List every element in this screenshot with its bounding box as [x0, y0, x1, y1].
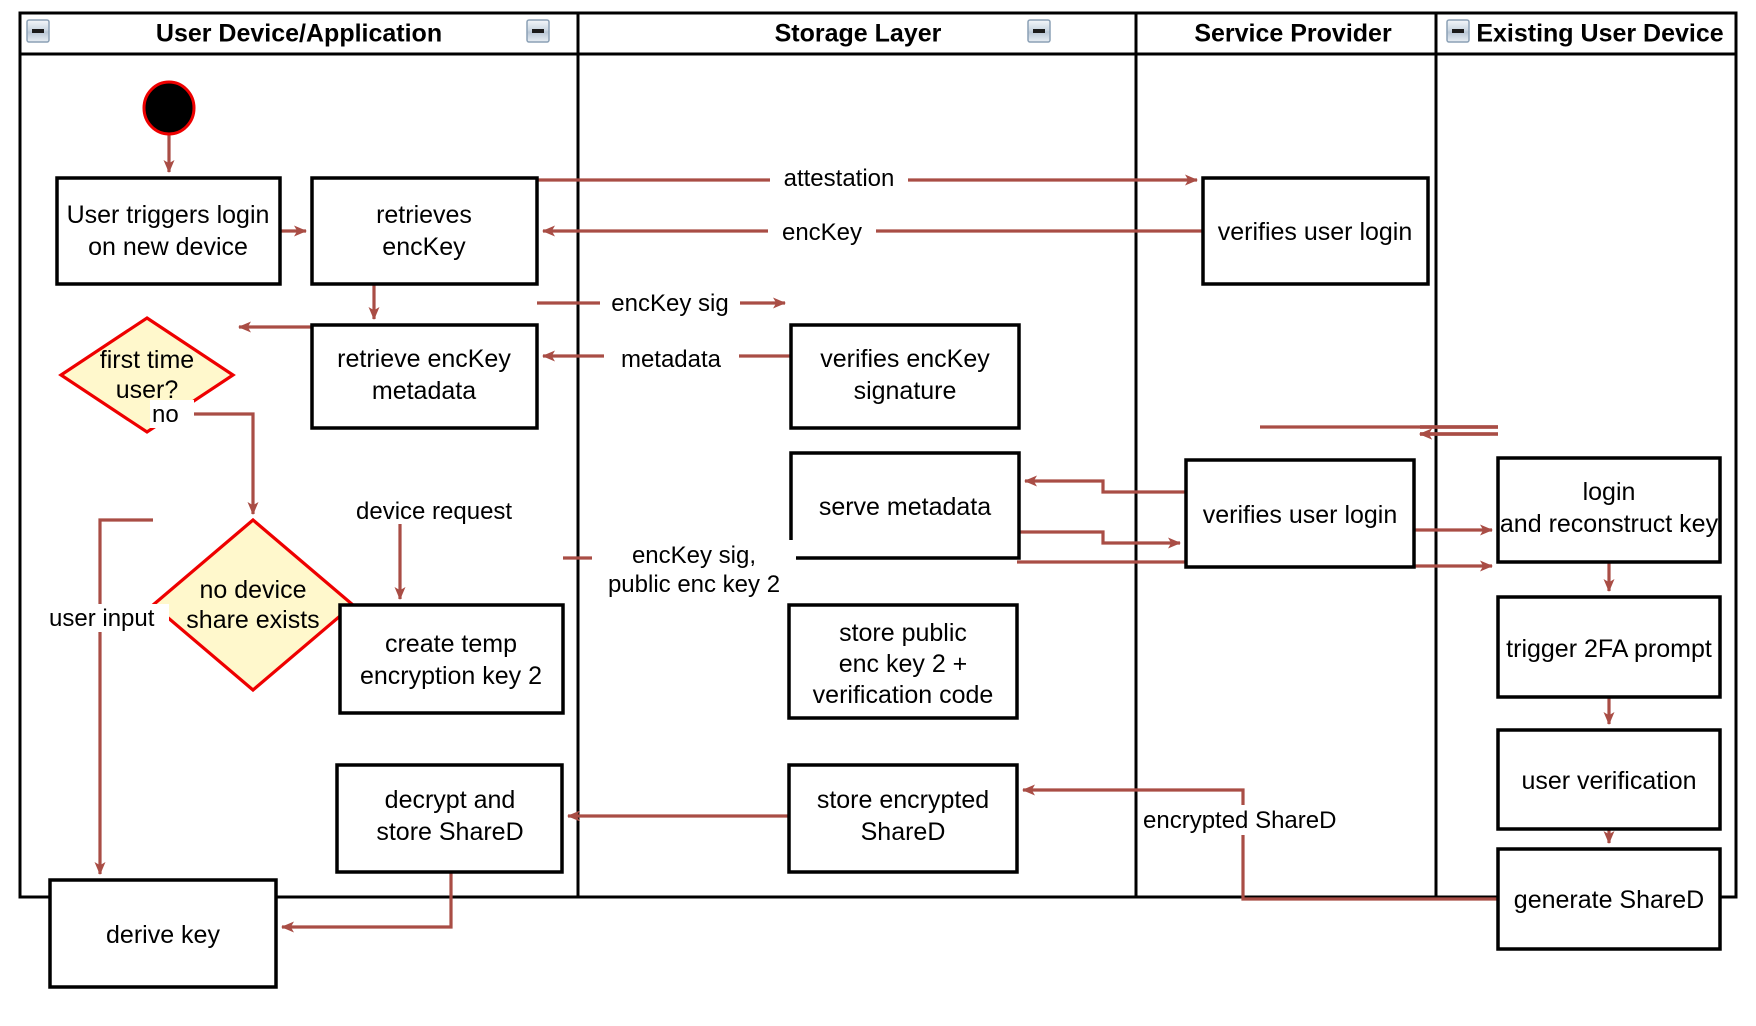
node-label-line: enc key 2 +	[839, 650, 968, 678]
lane-title-storage: Storage Layer	[775, 20, 942, 48]
lane-title-service-provider: Service Provider	[1194, 20, 1392, 48]
node-label-line: serve metadata	[819, 493, 991, 521]
edge-label-attestation: attestation	[784, 165, 895, 192]
label-bg	[592, 540, 796, 598]
lane-header-storage[interactable]: Storage Layer	[526, 19, 942, 48]
node-label-line: encKey	[382, 233, 466, 261]
node-create-temp-encryption-key[interactable]: create temp encryption key 2	[338, 603, 565, 715]
lane-header-existing-device[interactable]: Existing User Device	[1446, 19, 1724, 48]
node-label-line: store public	[839, 619, 967, 647]
node-user-verification[interactable]: user verification	[1496, 728, 1722, 831]
node-label-line: decrypt and	[385, 786, 516, 814]
node-store-public-enc-key[interactable]: store public enc key 2 + verification co…	[787, 603, 1019, 720]
node-retrieve-enckey-metadata[interactable]: retrieve encKey metadata	[310, 323, 539, 430]
lane-header-user-device[interactable]: User Device/Application	[26, 19, 442, 48]
node-label-line: signature	[854, 377, 957, 405]
node-label-line: store ShareD	[376, 818, 523, 846]
edge-label-enckey: encKey	[782, 219, 862, 246]
node-label-line: login	[1583, 478, 1636, 506]
node-decrypt-and-store-shared[interactable]: decrypt and store ShareD	[335, 763, 564, 874]
node-verifies-user-login-mid[interactable]: verifies user login	[1184, 458, 1416, 569]
node-store-encrypted-shared[interactable]: store encrypted ShareD	[787, 763, 1019, 874]
node-label-line: store encrypted	[817, 786, 989, 814]
node-label-line: user verification	[1521, 767, 1696, 795]
minus-icon-glyph	[1452, 29, 1464, 33]
edge-encrypted-shared	[1022, 784, 1498, 901]
node-label-line: generate ShareD	[1514, 886, 1704, 914]
label-bg	[770, 163, 908, 193]
node-label-line: verifies user login	[1203, 501, 1398, 529]
lane-title-user-device: User Device/Application	[156, 20, 442, 48]
node-label-line: user?	[116, 376, 179, 404]
label-bg	[604, 344, 739, 374]
edge-label-no: no	[152, 401, 179, 428]
edge-labels-layer: attestation encKey encKey sig metadata n…	[47, 163, 1336, 835]
lane-header-service-provider[interactable]: Service Provider	[1027, 19, 1392, 48]
node-no-device-share-exists[interactable]: no device share exists	[150, 517, 356, 693]
node-label-line: trigger 2FA prompt	[1506, 635, 1712, 663]
edge-serve-to-sp	[1019, 530, 1181, 549]
node-label-line: derive key	[106, 921, 220, 949]
node-label-line: verifies user login	[1218, 218, 1413, 246]
node-verifies-enckey-signature[interactable]: verifies encKey signature	[789, 323, 1021, 430]
edge-label-device-request: device request	[356, 498, 512, 525]
label-bg	[1140, 805, 1336, 835]
edge-decrypt-to-derive	[281, 872, 453, 933]
label-bg	[352, 496, 538, 524]
node-start[interactable]	[142, 80, 196, 136]
minus-icon-glyph	[532, 29, 544, 33]
edge-user-input	[94, 518, 153, 875]
node-label-line: retrieves	[376, 201, 472, 229]
label-bg	[150, 400, 194, 428]
node-label-line: encryption key 2	[360, 662, 542, 690]
minus-icon-glyph	[32, 29, 44, 33]
node-label-line: verifies encKey	[820, 345, 990, 373]
node-generate-shared[interactable]: generate ShareD	[1496, 847, 1722, 951]
edge-label-user-input: user input	[49, 605, 155, 632]
edge-label-metadata: metadata	[621, 346, 722, 373]
node-label-line: no device	[199, 576, 306, 604]
edge-label-encrypted-shared: encrypted ShareD	[1143, 807, 1336, 834]
node-label-line: create temp	[385, 630, 517, 658]
node-label-line: on new device	[88, 233, 248, 261]
node-label-line: retrieve encKey	[337, 345, 511, 373]
node-label-line: first time	[100, 346, 194, 374]
node-verifies-user-login-top[interactable]: verifies user login	[1201, 176, 1430, 286]
edge-label-enckey-sig-pub-1: encKey sig,	[632, 542, 756, 569]
minus-icon-glyph	[1033, 29, 1045, 33]
label-bg	[600, 288, 740, 318]
node-derive-key[interactable]: derive key	[48, 878, 278, 989]
node-label-line: User triggers login	[67, 201, 270, 229]
node-label-line: metadata	[372, 377, 476, 405]
node-label-line: share exists	[186, 606, 319, 634]
node-trigger-2fa-prompt[interactable]: trigger 2FA prompt	[1496, 595, 1722, 699]
node-user-triggers-login[interactable]: User triggers login on new device	[55, 176, 282, 286]
edge-label-enckey-sig-pub-2: public enc key 2	[608, 571, 780, 598]
label-bg	[768, 218, 876, 248]
node-login-and-reconstruct-key[interactable]: login and reconstruct key	[1496, 456, 1722, 564]
lane-title-existing-device: Existing User Device	[1476, 20, 1723, 48]
node-label-line: ShareD	[861, 818, 946, 846]
node-serve-metadata[interactable]: serve metadata	[789, 451, 1021, 560]
edge-sp-to-serve	[1024, 475, 1186, 494]
node-label-line: verification code	[813, 681, 994, 709]
label-bg	[47, 604, 169, 632]
node-label-line: and reconstruct key	[1500, 510, 1719, 538]
node-retrieves-enckey[interactable]: retrieves encKey	[310, 176, 539, 286]
edge-label-enckey-sig: encKey sig	[611, 290, 728, 317]
